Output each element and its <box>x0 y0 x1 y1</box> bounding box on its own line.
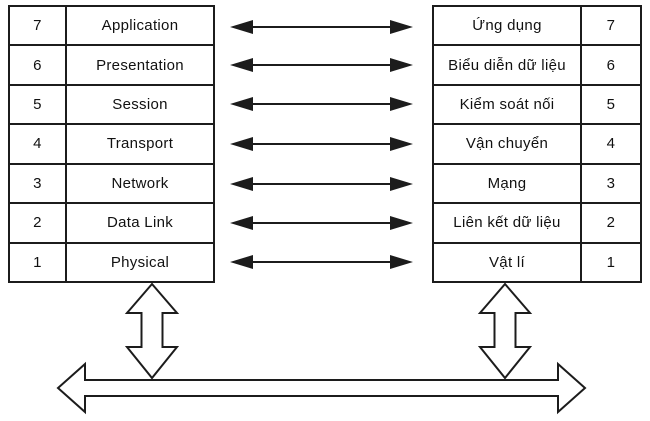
table-row: 4 Transport <box>10 125 213 165</box>
layer-link-arrow-2 <box>230 216 413 230</box>
layer-name: Biểu diễn dữ liệu <box>434 46 582 84</box>
layer-name: Transport <box>106 135 174 153</box>
layer-link-arrow-7 <box>230 20 413 34</box>
layer-name: Network <box>111 174 169 192</box>
table-row: Vật lí 1 <box>434 243 640 281</box>
layer-number: 3 <box>10 164 67 203</box>
layer-link-arrow-5 <box>230 97 413 111</box>
layer-name: Application <box>101 17 179 35</box>
table-row: Kiểm soát nối 5 <box>434 85 640 126</box>
layer-name: Data Link <box>106 214 174 232</box>
layer-name: Vật lí <box>434 243 582 281</box>
layer-name: Ứng dụng <box>434 7 582 45</box>
layer-link-arrow-1 <box>230 255 413 269</box>
layer-number: 7 <box>606 17 616 35</box>
table-row: Vận chuyển 4 <box>434 125 640 165</box>
layer-name: Presentation <box>96 56 184 74</box>
osi-table-vietnamese: Ứng dụng 7 Biểu diễn dữ liệu 6 Kiểm soát… <box>432 5 642 283</box>
layer-number: 2 <box>606 214 616 232</box>
table-row: 7 Application <box>10 7 213 47</box>
table-row: Biểu diễn dữ liệu 6 <box>434 46 640 86</box>
layer-name: Mạng <box>434 164 582 203</box>
table-row: 5 Session <box>10 85 213 126</box>
layer-name: Physical <box>110 253 170 271</box>
vertical-double-arrow-left <box>124 282 180 380</box>
table-row: 1 Physical <box>10 243 213 281</box>
layer-number: 6 <box>10 46 67 84</box>
layer-link-arrow-3 <box>230 177 413 191</box>
layer-number: 3 <box>606 174 616 192</box>
layer-name: Liên kết dữ liệu <box>434 204 582 242</box>
layer-number: 4 <box>10 125 67 163</box>
layer-link-arrow-4 <box>230 137 413 151</box>
table-row: 3 Network <box>10 164 213 205</box>
horizontal-double-arrow-bottom <box>56 361 587 415</box>
layer-name: Session <box>112 96 168 114</box>
table-row: 2 Data Link <box>10 204 213 244</box>
layer-number: 7 <box>10 7 67 45</box>
vertical-double-arrow-right <box>477 282 533 380</box>
layer-number: 5 <box>10 85 67 124</box>
layer-number: 1 <box>10 243 67 281</box>
layer-name: Kiểm soát nối <box>434 85 582 124</box>
table-row: Ứng dụng 7 <box>434 7 640 47</box>
table-row: Mạng 3 <box>434 164 640 205</box>
layer-number: 2 <box>10 204 67 242</box>
layer-number: 4 <box>606 135 616 153</box>
table-row: 6 Presentation <box>10 46 213 86</box>
osi-table-english: 7 Application 6 Presentation 5 Session 4… <box>8 5 215 283</box>
layer-number: 5 <box>606 96 616 114</box>
table-row: Liên kết dữ liệu 2 <box>434 204 640 244</box>
layer-number: 1 <box>606 253 616 271</box>
layer-name: Vận chuyển <box>434 125 582 163</box>
layer-number: 6 <box>606 56 616 74</box>
layer-link-arrow-6 <box>230 58 413 72</box>
